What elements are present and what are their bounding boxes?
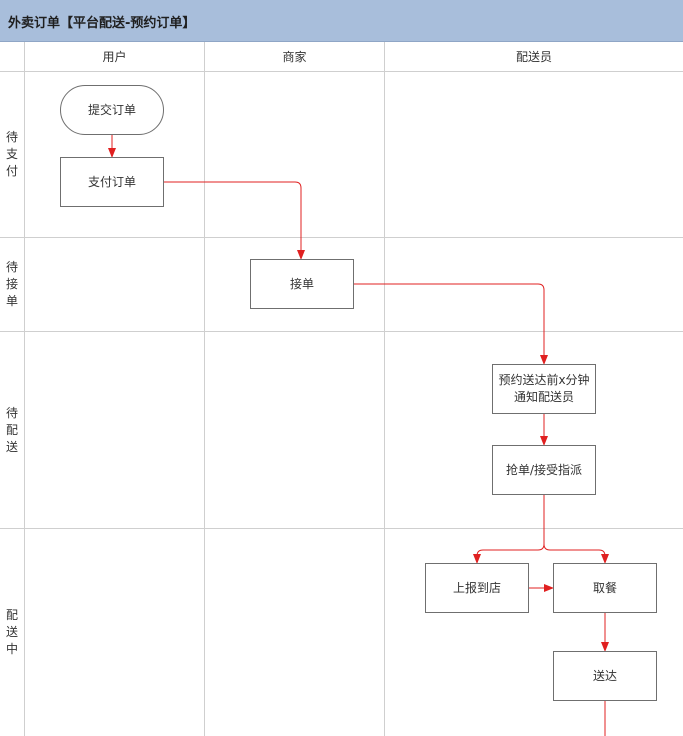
arrow-grab-to-pickup (543, 543, 609, 564)
phase-char: 支 (5, 147, 18, 161)
phase-divider-3 (0, 528, 683, 529)
phase-char: 接 (5, 277, 18, 291)
node-deliver[interactable]: 送达 (553, 651, 657, 701)
node-pick-up[interactable]: 取餐 (553, 563, 657, 613)
phase-char: 中 (5, 642, 18, 656)
phase-char: 待 (5, 260, 18, 274)
phase-char: 送 (5, 439, 18, 454)
node-grab-order[interactable]: 抢单/接受指派 (492, 445, 596, 495)
phase-char: 送 (5, 625, 18, 639)
phase-char: 配 (5, 608, 18, 622)
arrow-grab-split-trunk (473, 494, 545, 564)
header-row-divider (0, 71, 683, 72)
lane-divider-label (24, 42, 25, 736)
node-label-line1: 预约送达前x分钟 (498, 373, 590, 387)
node-label: 上报到店 (452, 580, 501, 595)
phase-divider-1 (0, 237, 683, 238)
phase-label-pending-payment: 待 支 付 (0, 72, 24, 237)
arrow-accept-to-notify (353, 283, 548, 365)
phase-label-delivering: 配 送 中 (0, 529, 24, 736)
phase-divider-2 (0, 331, 683, 332)
node-label: 支付订单 (87, 174, 136, 189)
node-accept-order[interactable]: 接单 (250, 259, 354, 309)
phase-char: 单 (5, 294, 18, 308)
node-label: 提交订单 (87, 102, 136, 117)
phase-char: 付 (5, 164, 18, 178)
phase-char: 待 (5, 405, 18, 420)
lane-header-user: 用户 (102, 50, 127, 64)
arrow-pay-to-accept (163, 181, 305, 260)
lane-header-merchant: 商家 (282, 50, 307, 64)
diagram-title-bar: 外卖订单【平台配送-预约订单】 (0, 0, 683, 42)
node-submit-order[interactable]: 提交订单 (60, 85, 164, 135)
lane-divider-merchant (384, 42, 385, 736)
phase-char: 待 (5, 130, 18, 144)
node-label: 取餐 (592, 580, 617, 595)
node-label-line2: 通知配送员 (513, 390, 574, 404)
node-notify-courier[interactable]: 预约送达前x分钟 通知配送员 (492, 364, 596, 414)
phase-char: 配 (5, 422, 18, 437)
phase-label-pending-accept: 待 接 单 (0, 238, 24, 331)
node-label: 送达 (592, 668, 617, 683)
lane-divider-user (204, 42, 205, 736)
node-report-store[interactable]: 上报到店 (425, 563, 529, 613)
lane-header-courier: 配送员 (515, 50, 552, 64)
node-label: 抢单/接受指派 (505, 462, 583, 477)
node-pay-order[interactable]: 支付订单 (60, 157, 164, 207)
phase-label-pending-delivery: 待 配 送 (0, 332, 24, 528)
node-label: 接单 (289, 276, 314, 291)
diagram-title: 外卖订单【平台配送-预约订单】 (8, 16, 196, 31)
